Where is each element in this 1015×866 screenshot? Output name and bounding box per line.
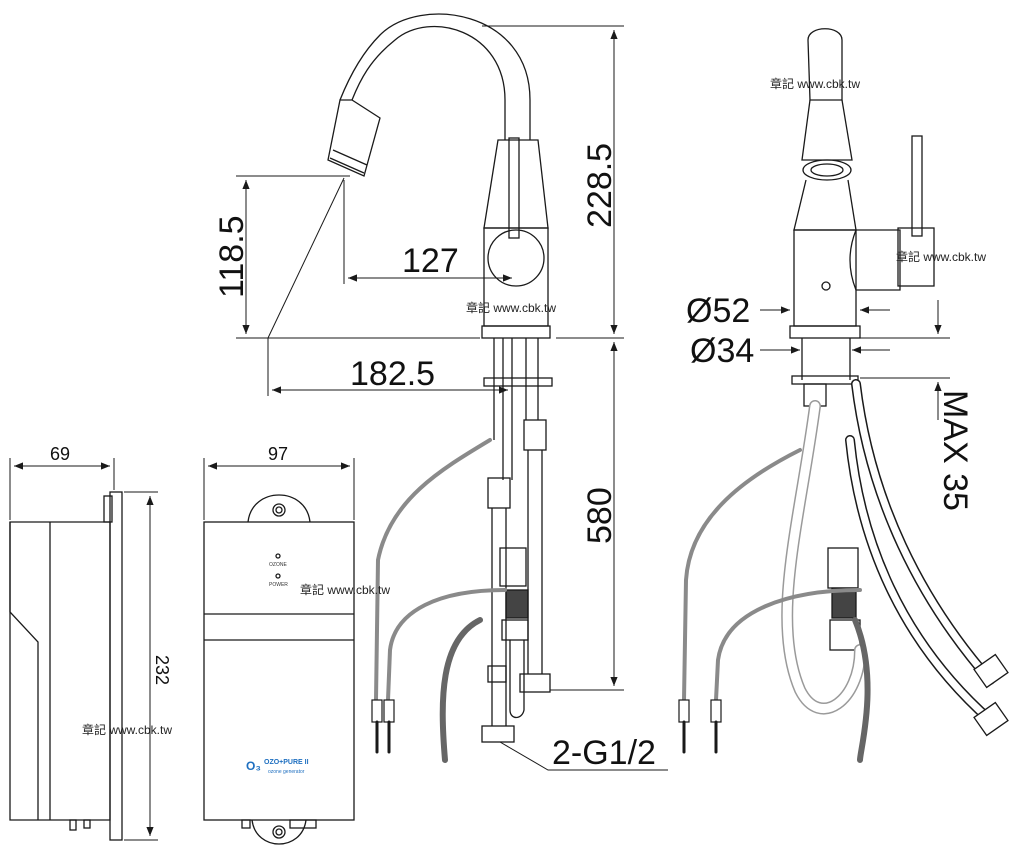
box-front-panel [203,521,355,821]
brand-logo: O₃ [246,759,261,773]
ozone-box-front-view [203,494,355,845]
dim-118-5: 118.5 [213,215,251,298]
box-bottom-tab [251,819,307,845]
watermark-front: 章記 www.cbk.tw [466,300,556,315]
ozone-box-side-labels: 69 232 章記 www.cbk.tw [50,444,172,737]
dim-dia-34: Ø34 [690,332,754,370]
side-valve-top [827,547,859,589]
brand-subtitle: ozone generator [268,769,305,775]
ozone-box-side-dims [9,458,158,841]
dim-box-depth: 69 [50,444,70,464]
dim-thread: 2-G1/2 [552,734,656,772]
ozone-box-front-labels: OZONE POWER O₃ OZO+PURE II ozone generat… [246,562,390,775]
spout-outer [351,25,506,140]
ozone-indicator [275,553,281,559]
faucet-base-plate [481,325,551,339]
watermark-box-front: 章記 www.cbk.tw [300,582,390,597]
side-solenoid [831,587,857,619]
faucet-body [483,139,549,229]
power-label: POWER [269,582,288,588]
ozone-box-front-dims [203,458,355,520]
spout-inner [339,13,531,140]
faucet-front-view [327,13,553,743]
faucet-lever [508,137,520,239]
brand-name: OZO+PURE II [264,759,309,766]
lever-knob [487,229,545,287]
front-hoses [371,438,525,763]
ozone-box-side-view [9,491,123,841]
dim-127: 127 [402,242,459,280]
side-lever [911,135,923,237]
dim-dia-52: Ø52 [686,292,750,330]
spout-head [327,99,381,177]
dim-228-5: 228.5 [581,143,619,228]
power-indicator [275,573,281,579]
watermark-box-side: 章記 www.cbk.tw [82,722,172,737]
front-dimension-lines [236,25,668,771]
dim-box-height: 232 [152,655,172,685]
dim-580: 580 [581,487,619,544]
front-dimension-labels: 228.5 580 118.5 127 182.5 2-G1/2 章記 www.… [213,143,656,772]
ozone-label: OZONE [269,562,287,568]
side-dimension-labels: Ø52 Ø34 MAX 35 章記 www.cbk.tw 章記 www.cbk.… [686,76,986,511]
dim-182-5: 182.5 [350,355,435,393]
dim-max-35: MAX 35 [936,390,974,511]
side-dimension-lines [760,300,950,420]
side-body [793,179,857,231]
watermark-side-mid: 章記 www.cbk.tw [896,249,986,264]
dim-box-width: 97 [268,444,288,464]
side-hoses [678,379,1009,763]
solenoid-valve [505,589,529,619]
g12-fitting [481,725,515,743]
side-spout [807,28,843,101]
box-top-tab [247,494,311,523]
watermark-side-top: 章記 www.cbk.tw [770,76,860,91]
side-base [793,229,857,327]
